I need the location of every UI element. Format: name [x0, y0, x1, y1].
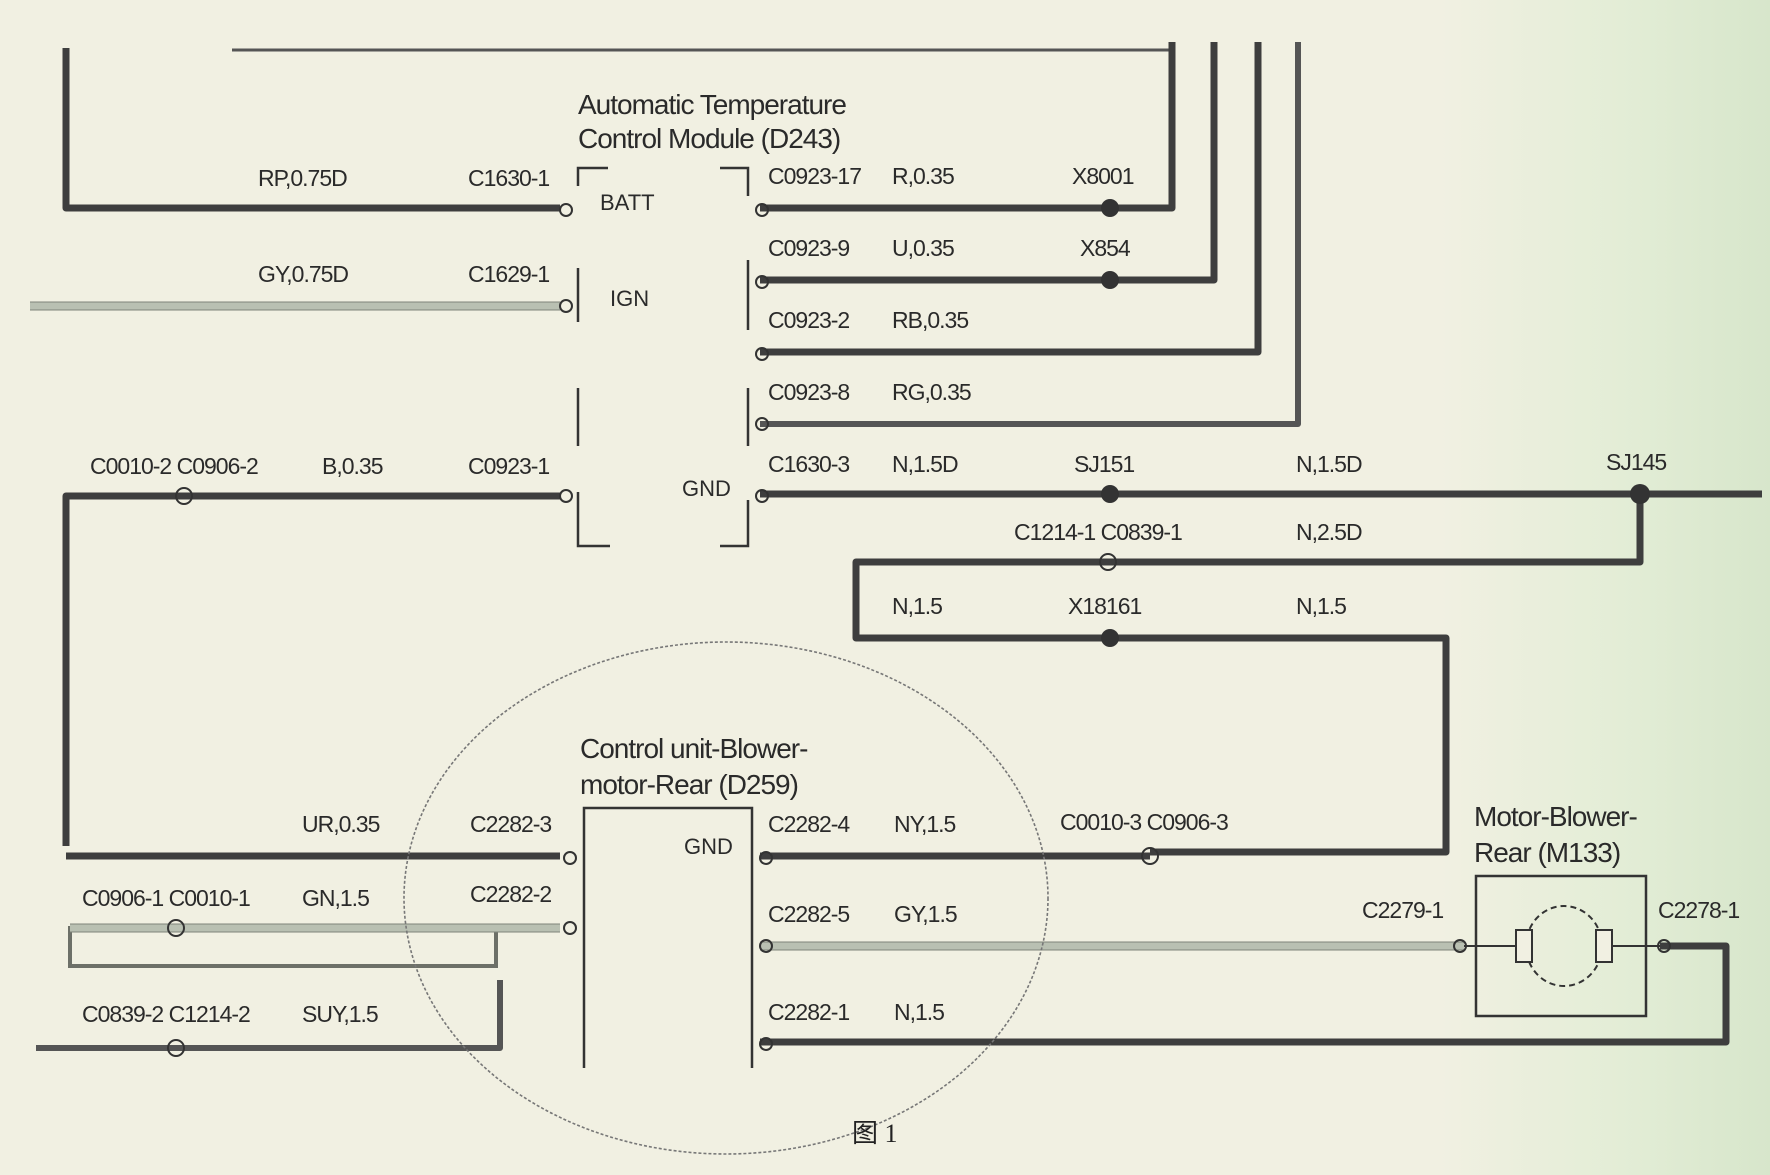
label-c0923-9: C0923-9: [768, 235, 849, 261]
wire-label-gn: GN,1.5: [302, 885, 369, 911]
splice-sj151: [1101, 485, 1119, 503]
wire-rg-out: [760, 42, 1301, 427]
motor-title-1: Motor-Blower-: [1474, 801, 1637, 832]
scan-tint: [1440, 0, 1770, 1175]
wire-label-n-15-c: N,1.5: [894, 999, 944, 1025]
label-c0839-2-c1214-2: C0839-2 C1214-2: [82, 1001, 250, 1027]
wire-u-ign-out: [760, 42, 1218, 284]
wire-gn-loop: [68, 926, 498, 968]
atc-title-1: Automatic Temperature: [578, 89, 846, 120]
wire-label-gy-075: GY,0.75D: [258, 261, 348, 287]
wire-label-suy: SUY,1.5: [302, 1001, 378, 1027]
splice-label-x854: X854: [1080, 235, 1131, 261]
wire-rb-out: [760, 42, 1262, 356]
splice-x8001: [1101, 199, 1119, 217]
figure-caption: 图 1: [852, 1119, 898, 1148]
wire-n-sj145-drop: [852, 494, 1644, 856]
wire-label-b: B,0.35: [322, 453, 383, 479]
blower-module-box: [582, 806, 754, 1068]
wire-label-rg: RG,0.35: [892, 379, 971, 405]
label-c0923-8: C0923-8: [768, 379, 849, 405]
wire-label-n-15d-b: N,1.5D: [1296, 451, 1362, 477]
pin-batt: BATT: [600, 190, 655, 215]
splice-sj145: [1630, 484, 1650, 504]
label-c0923-1: C0923-1: [468, 453, 549, 479]
splice-label-x18161: X18161: [1068, 593, 1142, 619]
label-c2279-1: C2279-1: [1362, 897, 1443, 923]
wire-label-ny: NY,1.5: [894, 811, 956, 837]
pin-ign: IGN: [610, 286, 649, 311]
splice-label-x8001: X8001: [1072, 163, 1134, 189]
wire-label-r: R,0.35: [892, 163, 954, 189]
pin-gnd-atc: GND: [682, 476, 731, 501]
label-c1214-1-c0839-1: C1214-1 C0839-1: [1014, 519, 1182, 545]
motor-brushes: [1515, 929, 1613, 963]
wire-suy-in: [36, 980, 503, 1051]
wire-label-ur: UR,0.35: [302, 811, 380, 837]
label-c0010-2-c0906-2: C0010-2 C0906-2: [90, 453, 258, 479]
connector-symbols: [167, 203, 1671, 1057]
wire-b-gnd: [62, 492, 560, 846]
label-c0923-2: C0923-2: [768, 307, 849, 333]
highlight-ellipse: [403, 641, 1049, 1155]
splice-label-sj145: SJ145: [1606, 449, 1666, 475]
label-c1630-3: C1630-3: [768, 451, 849, 477]
wire-label-rp: RP,0.75D: [258, 165, 347, 191]
motor-title-2: Rear (M133): [1474, 837, 1620, 868]
label-c2282-3: C2282-3: [470, 811, 551, 837]
blower-title-2: motor-Rear (D259): [580, 769, 798, 800]
atc-title-2: Control Module (D243): [578, 123, 840, 154]
motor-symbol: [1525, 905, 1603, 987]
wire-label-n-15-b: N,1.5: [1296, 593, 1346, 619]
atc-module-box: [576, 166, 750, 548]
label-c1630-1: C1630-1: [468, 165, 549, 191]
label-c2282-1: C2282-1: [768, 999, 849, 1025]
wire-rp-batt: [62, 48, 560, 212]
blower-title-1: Control unit-Blower-: [580, 733, 808, 764]
label-c0010-3-c0906-3: C0010-3 C0906-3: [1060, 809, 1228, 835]
label-c2282-5: C2282-5: [768, 901, 849, 927]
wire-r-batt-out: [760, 42, 1176, 212]
label-c0923-17: C0923-17: [768, 163, 861, 189]
label-c2282-4: C2282-4: [768, 811, 850, 837]
wire-n-motor-return: [760, 942, 1730, 1046]
wire-label-u: U,0.35: [892, 235, 954, 261]
splice-label-sj151: SJ151: [1074, 451, 1134, 477]
label-c2278-1: C2278-1: [1658, 897, 1739, 923]
label-c1629-1: C1629-1: [468, 261, 549, 287]
wire-label-n-15d-a: N,1.5D: [892, 451, 958, 477]
splice-x18161: [1101, 629, 1119, 647]
label-c0906-1-c0010-1: C0906-1 C0010-1: [82, 885, 250, 911]
pin-gnd-blower: GND: [684, 834, 733, 859]
splice-x854: [1101, 271, 1119, 289]
wire-label-gy-15: GY,1.5: [894, 901, 957, 927]
wire-label-n-25d: N,2.5D: [1296, 519, 1362, 545]
wire-label-rb: RB,0.35: [892, 307, 968, 333]
label-c2282-2: C2282-2: [470, 881, 551, 907]
wire-label-n-15-a: N,1.5: [892, 593, 942, 619]
